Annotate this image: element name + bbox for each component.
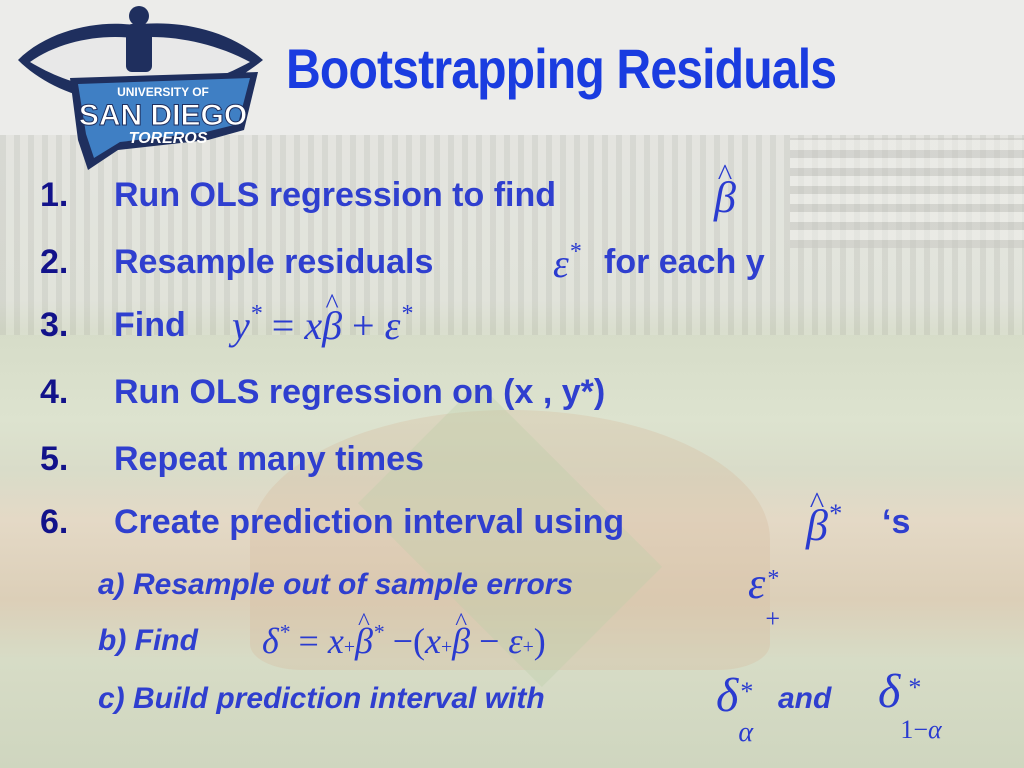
step-text: Create prediction interval using (114, 503, 625, 541)
delta-one-minus-alpha-star-formula: δ*1−α (878, 665, 942, 744)
substep-b: b) Find (98, 624, 198, 657)
background-infield (250, 410, 770, 670)
substep-c: c) Build prediction interval with (98, 682, 545, 715)
logo-bottom-text: TOREROS (129, 130, 208, 147)
step-text: for each y (604, 243, 765, 281)
step-text: Run OLS regression to find (114, 176, 557, 214)
slide-title: Bootstrapping Residuals (286, 37, 837, 100)
delta-alpha-star-formula: δ*α (716, 669, 754, 748)
step-1: 1. Run OLS regression to find (40, 176, 556, 215)
step-number: 5. (40, 440, 69, 478)
step-6-tail: ‘s (882, 503, 910, 542)
step-text: Repeat many times (114, 440, 424, 478)
beta-hat-formula: β (714, 172, 736, 223)
y-star-formula: y* = xβ + ε* (232, 301, 412, 349)
step-number: 4. (40, 373, 69, 411)
step-text: Resample residuals (114, 243, 434, 281)
background-building (790, 138, 1024, 248)
step-2: 2. Resample residuals (40, 243, 433, 282)
university-logo: UNIVERSITY OF SAN DIEGO TOREROS (8, 0, 270, 172)
step-2-tail: for each y (604, 243, 765, 282)
substep-c-and: and (778, 682, 832, 715)
logo-top-text: UNIVERSITY OF (117, 85, 209, 99)
step-4: 4. Run OLS regression on (x , y*) (40, 373, 605, 412)
step-text: Run OLS regression on (x , y*) (114, 373, 606, 411)
epsilon-star-formula: ε* (553, 239, 581, 286)
step-number: 2. (40, 243, 69, 281)
step-number: 6. (40, 503, 69, 541)
delta-star-formula: δ* = x+β* −(x+β − ε+) (262, 620, 546, 662)
beta-hat-star-formula: β* (806, 498, 841, 551)
step-text: ‘s (882, 503, 911, 541)
step-text: Find (114, 306, 186, 344)
step-number: 3. (40, 306, 69, 344)
step-3: 3. Find (40, 306, 186, 345)
substep-a: a) Resample out of sample errors (98, 568, 574, 601)
epsilon-plus-star-formula: ε*+ (748, 559, 781, 633)
step-6: 6. Create prediction interval using (40, 503, 624, 542)
step-5: 5. Repeat many times (40, 440, 424, 479)
step-number: 1. (40, 176, 69, 214)
logo-main-text: SAN DIEGO (79, 99, 247, 132)
